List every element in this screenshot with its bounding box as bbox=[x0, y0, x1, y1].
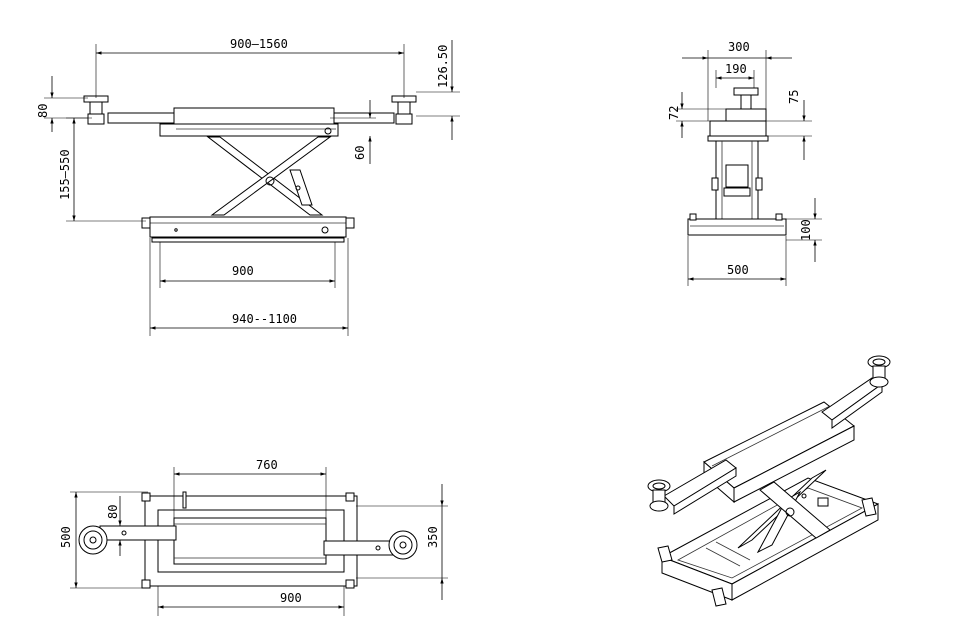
side-base bbox=[687, 213, 787, 236]
front-right-pad bbox=[391, 95, 417, 125]
dim-top-width: 300 bbox=[728, 40, 750, 54]
dim-pad-size: 80 bbox=[106, 505, 120, 519]
dim-base-height: 100 bbox=[799, 219, 813, 241]
dim-pad-height: 72 bbox=[667, 106, 681, 120]
dim-width-top: 900—1560 bbox=[230, 37, 288, 51]
iso-arm-right bbox=[821, 377, 883, 429]
dim-base-width: 900 bbox=[232, 264, 254, 278]
dim-head-height: 75 bbox=[787, 90, 801, 104]
dim-base-width: 500 bbox=[727, 263, 749, 277]
iso-scissor bbox=[705, 469, 831, 567]
front-dimensions: 900—1560 126.50 80 60 155—550 900 bbox=[36, 37, 460, 336]
iso-pad-right bbox=[867, 355, 891, 388]
side-column bbox=[711, 140, 763, 220]
front-scissor bbox=[206, 136, 332, 216]
top-view: 760 80 500 350 900 bbox=[59, 458, 448, 616]
top-left-arm bbox=[78, 525, 177, 555]
top-frame bbox=[141, 491, 358, 589]
dim-pad-height: 80 bbox=[36, 104, 50, 118]
dim-inner-width: 350 bbox=[426, 526, 440, 548]
front-view: 900—1560 126.50 80 60 155—550 900 bbox=[36, 37, 460, 336]
dim-height-top: 126.50 bbox=[436, 45, 450, 88]
front-left-pad bbox=[83, 95, 109, 125]
side-head bbox=[707, 87, 769, 142]
side-view: 300 190 72 75 100 500 bbox=[667, 40, 822, 286]
dim-pad-width: 190 bbox=[725, 62, 747, 76]
front-base bbox=[141, 216, 355, 243]
dim-overall-width: 500 bbox=[59, 526, 73, 548]
top-dimensions: 760 80 500 350 900 bbox=[59, 458, 448, 616]
front-top-arm bbox=[107, 107, 395, 137]
dim-table-length: 760 bbox=[256, 458, 278, 472]
side-dimensions: 300 190 72 75 100 500 bbox=[667, 40, 822, 286]
iso-arm-left bbox=[663, 459, 737, 515]
isometric-view bbox=[647, 355, 891, 607]
dim-lift-height: 155—550 bbox=[58, 149, 72, 200]
dim-arm-drop: 60 bbox=[353, 146, 367, 160]
iso-pad-left bbox=[647, 479, 671, 512]
top-right-arm bbox=[323, 530, 418, 560]
dim-base-length: 900 bbox=[280, 591, 302, 605]
dim-base-width-ext: 940--1100 bbox=[232, 312, 297, 326]
